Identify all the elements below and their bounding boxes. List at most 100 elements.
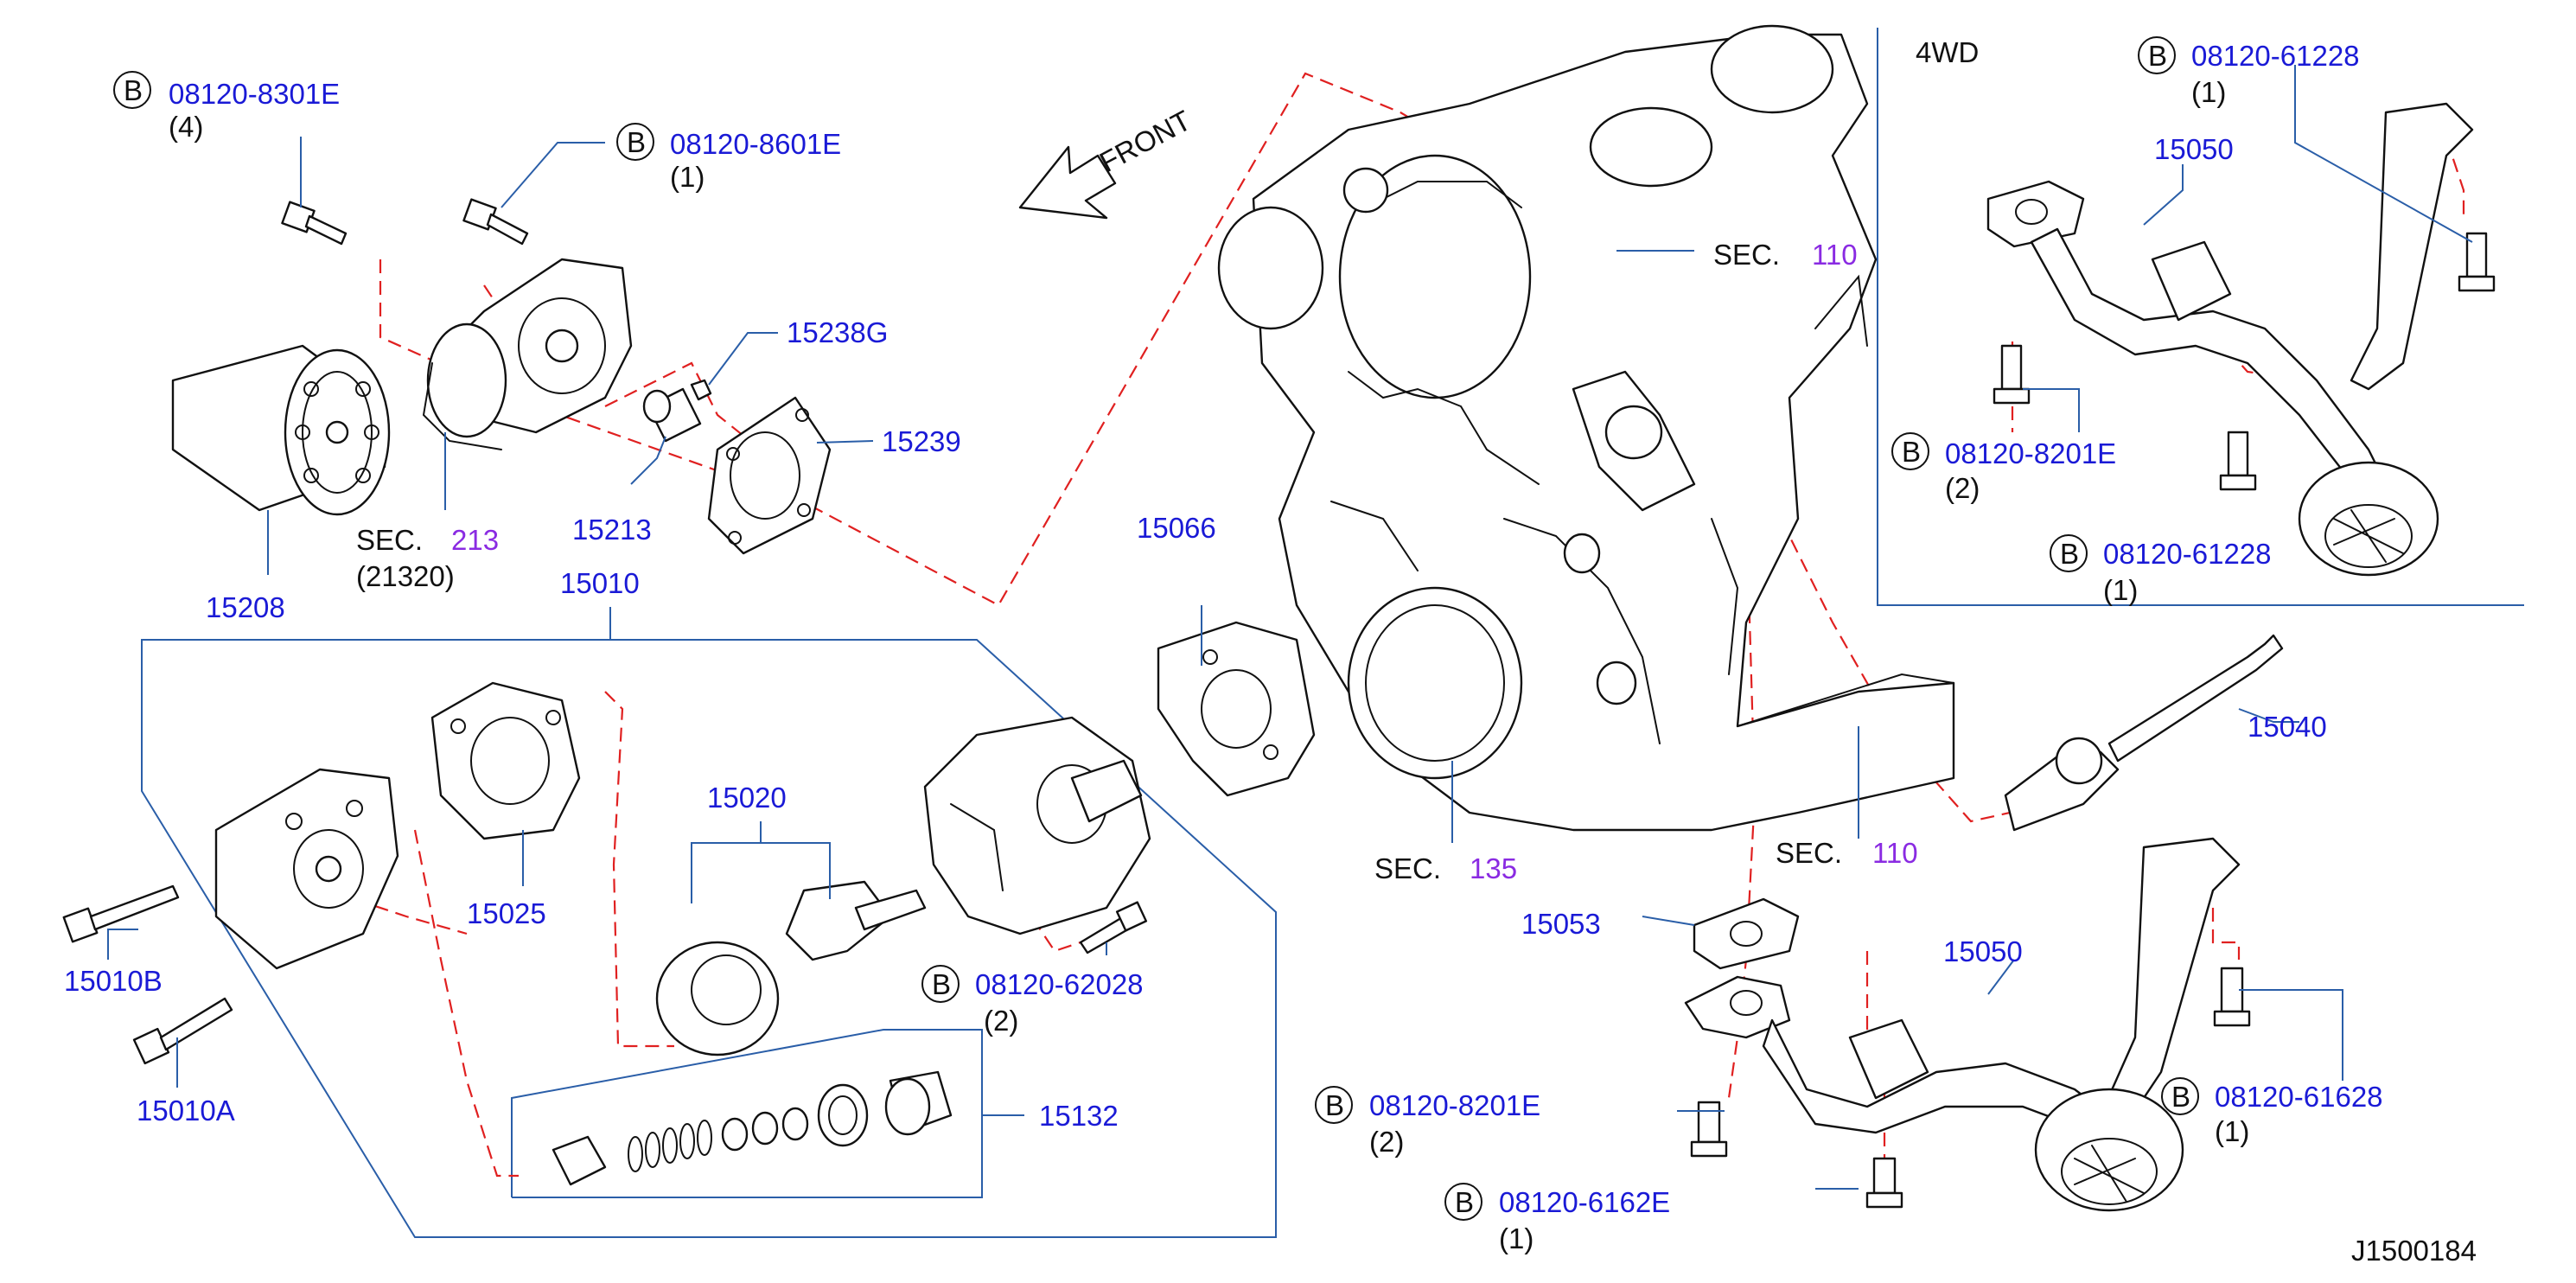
bolt-badge-icon bbox=[921, 965, 960, 1003]
label-15053[interactable]: 15053 bbox=[1521, 908, 1601, 940]
label-15208[interactable]: 15208 bbox=[206, 591, 285, 623]
gasket-15239-drawing bbox=[707, 396, 832, 555]
svg-text:B: B bbox=[1325, 1089, 1344, 1121]
part-number: 08120-61228 bbox=[2191, 40, 2360, 72]
svg-text:B: B bbox=[2171, 1081, 2190, 1113]
bolt-62028-drawing bbox=[1079, 901, 1148, 954]
svg-text:SEC.: SEC. bbox=[1713, 239, 1780, 271]
quantity: (1) bbox=[2191, 76, 2226, 108]
dipstick-15040-drawing bbox=[2004, 634, 2284, 832]
bolt-badge-icon bbox=[2161, 1077, 2199, 1115]
quantity: (1) bbox=[670, 161, 705, 193]
label-15040[interactable]: 15040 bbox=[2248, 711, 2327, 743]
filter-bracket-drawing bbox=[422, 258, 633, 450]
label-15010B[interactable]: 15010B bbox=[64, 965, 163, 997]
label-sec-110-top[interactable]: SEC. 110 bbox=[1713, 239, 1858, 271]
label-bolt-61628[interactable]: B 08120-61628 (1) bbox=[2161, 1077, 2383, 1147]
diagram-code: J1500184 bbox=[2351, 1235, 2477, 1267]
part-number: 08120-62028 bbox=[975, 968, 1144, 1000]
svg-text:(21320): (21320) bbox=[356, 560, 455, 592]
gasket-15066-drawing bbox=[1157, 621, 1316, 797]
oil-filter-drawing bbox=[171, 344, 391, 516]
bolt-15010B-drawing bbox=[62, 884, 180, 943]
bolt-8301E-drawing bbox=[281, 201, 348, 246]
part-number: 08120-6162E bbox=[1499, 1186, 1670, 1218]
label-sec-135[interactable]: SEC. 135 bbox=[1374, 852, 1517, 884]
quantity: (1) bbox=[2103, 574, 2138, 606]
quantity: (2) bbox=[1369, 1126, 1404, 1158]
part-number: 08120-61628 bbox=[2215, 1081, 2383, 1113]
pump-body-drawing bbox=[214, 768, 399, 970]
leader-lines bbox=[107, 65, 2473, 1190]
label-bolt-8301E[interactable]: B 08120-8301E (4) bbox=[113, 71, 340, 143]
label-bolt-61228-top[interactable]: B 08120-61228 (1) bbox=[2138, 36, 2360, 108]
part-number: 08120-61228 bbox=[2103, 538, 2272, 570]
label-15020[interactable]: 15020 bbox=[707, 782, 787, 814]
4wd-section-frame bbox=[1877, 28, 2524, 606]
label-sec-110-mid[interactable]: SEC. 110 bbox=[1776, 837, 1918, 869]
part-number: 08120-8301E bbox=[169, 78, 340, 110]
label-15010A[interactable]: 15010A bbox=[137, 1095, 235, 1127]
bolt-badge-icon bbox=[113, 71, 151, 109]
quantity: (1) bbox=[2215, 1115, 2249, 1147]
bolt-61628-drawing bbox=[2213, 967, 2251, 1027]
label-bolt-62028[interactable]: B 08120-62028 (2) bbox=[921, 965, 1144, 1037]
quantity: (2) bbox=[1945, 472, 1980, 504]
svg-text:B: B bbox=[124, 74, 143, 106]
label-sec-213[interactable]: SEC. 213 (21320) bbox=[356, 524, 499, 592]
label-15239[interactable]: 15239 bbox=[882, 425, 961, 457]
bolt-badge-icon bbox=[1444, 1183, 1482, 1221]
svg-text:110: 110 bbox=[1872, 837, 1918, 869]
label-15238G[interactable]: 15238G bbox=[787, 316, 888, 348]
svg-text:B: B bbox=[627, 126, 646, 158]
label-15066[interactable]: 15066 bbox=[1137, 512, 1216, 544]
quantity: (2) bbox=[984, 1005, 1018, 1037]
front-arrow: FRONT bbox=[1018, 104, 1196, 220]
label-15132[interactable]: 15132 bbox=[1039, 1100, 1119, 1132]
svg-text:B: B bbox=[1455, 1186, 1474, 1218]
label-4wd: 4WD bbox=[1916, 36, 1979, 68]
svg-text:B: B bbox=[1902, 436, 1921, 468]
label-15050-upper[interactable]: 15050 bbox=[2154, 133, 2234, 165]
part-15238G-drawing bbox=[690, 379, 712, 401]
front-label: FRONT bbox=[1094, 104, 1196, 178]
relief-valve-15132-drawing bbox=[552, 1070, 953, 1186]
svg-text:SEC.: SEC. bbox=[1374, 852, 1441, 884]
bolt-badge-icon bbox=[1891, 432, 1929, 470]
bolt-61228-mid-drawing bbox=[2219, 431, 2257, 491]
engine-block-drawing bbox=[1217, 24, 1955, 832]
bolt-badge-icon bbox=[1315, 1086, 1353, 1124]
bolt-8201E-lower-drawing bbox=[1690, 1101, 1728, 1158]
label-bolt-8201E-lower[interactable]: B 08120-8201E (2) bbox=[1315, 1086, 1540, 1158]
label-bolt-6162E[interactable]: B 08120-6162E (1) bbox=[1444, 1183, 1670, 1254]
label-15025[interactable]: 15025 bbox=[467, 897, 546, 929]
bolt-6162E-drawing bbox=[1865, 1157, 1903, 1209]
part-number: 08120-8201E bbox=[1945, 437, 2116, 469]
bolt-15010A-drawing bbox=[132, 997, 233, 1065]
strainer-lower-drawing bbox=[1684, 837, 2241, 1212]
svg-text:110: 110 bbox=[1812, 239, 1858, 271]
bolt-8201E-upper-drawing bbox=[1993, 344, 2031, 405]
bolt-badge-icon bbox=[616, 123, 654, 161]
svg-text:B: B bbox=[2148, 40, 2167, 72]
svg-text:135: 135 bbox=[1470, 852, 1517, 884]
label-15213[interactable]: 15213 bbox=[572, 514, 652, 546]
label-15050-lower[interactable]: 15050 bbox=[1943, 935, 2023, 967]
svg-text:B: B bbox=[932, 968, 951, 1000]
bolt-61228-top-drawing bbox=[2458, 232, 2496, 292]
label-bolt-8601E[interactable]: B 08120-8601E (1) bbox=[616, 123, 841, 193]
front-cover-drawing bbox=[923, 716, 1151, 935]
relief-valve-group-frame bbox=[511, 1029, 983, 1198]
label-bolt-8201E-upper[interactable]: B 08120-8201E (2) bbox=[1891, 432, 2116, 504]
svg-text:213: 213 bbox=[451, 524, 499, 556]
part-15213-drawing bbox=[642, 387, 702, 443]
rotor-15020-drawing bbox=[655, 880, 927, 1056]
bolt-badge-icon bbox=[2050, 534, 2088, 572]
label-15010[interactable]: 15010 bbox=[560, 567, 640, 599]
svg-text:B: B bbox=[2060, 538, 2079, 570]
gasket-15053-drawing bbox=[1693, 897, 1800, 970]
label-bolt-61228-mid[interactable]: B 08120-61228 (1) bbox=[2050, 534, 2272, 606]
part-number: 08120-8601E bbox=[670, 128, 841, 160]
